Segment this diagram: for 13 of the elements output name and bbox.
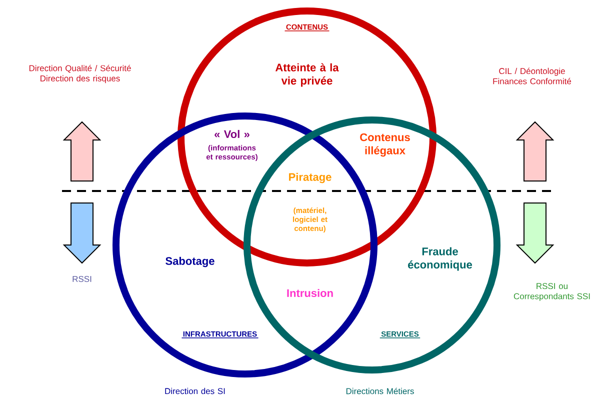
side-label: RSSI ou Correspondants SSI	[514, 283, 590, 301]
region-label: Contenus illégaux	[360, 133, 410, 157]
side-label: Direction des SI	[165, 388, 225, 394]
side-label: Directions Métiers	[346, 388, 414, 394]
region-label: Fraude économique	[408, 247, 472, 271]
region-label: Piratage	[289, 172, 332, 184]
side-label: RSSI	[72, 276, 92, 282]
region-label: Sabotage	[166, 256, 214, 268]
side-label: CIL / Déontologie Finances Conformité	[493, 68, 572, 84]
region-label: Atteinte à la vie privée	[275, 63, 339, 87]
side-label: Direction Qualité / Sécurité Direction des risques	[29, 64, 131, 84]
region-label: « Vol »	[214, 130, 250, 138]
region-label: Intrusion	[287, 288, 333, 298]
